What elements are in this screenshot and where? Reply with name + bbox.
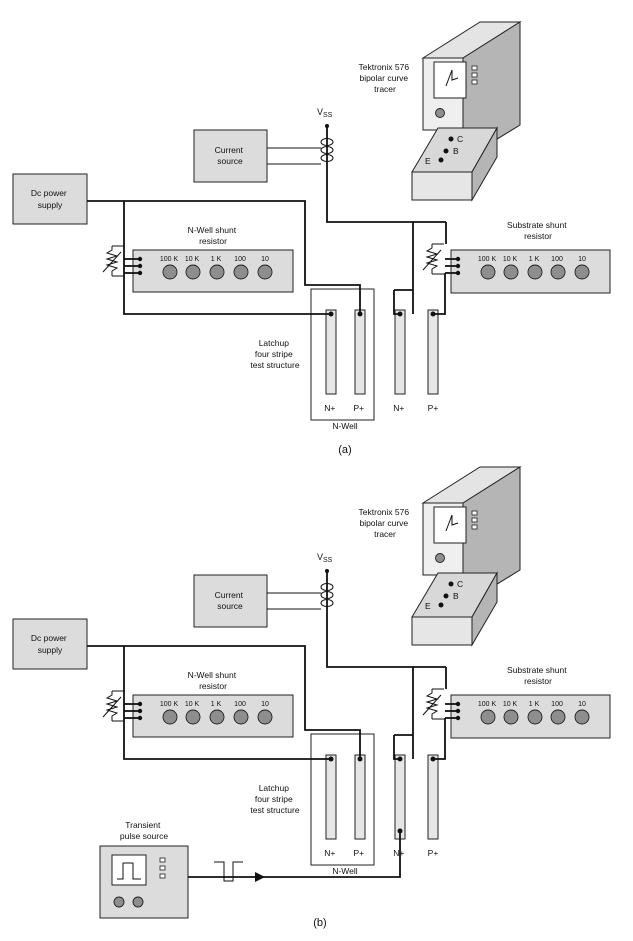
tracer-knob bbox=[435, 553, 445, 563]
terminal-e bbox=[438, 602, 444, 608]
curve-tracer: C B E Tektronix 576 bipolar curve tracer bbox=[359, 466, 522, 647]
current-source: Current source bbox=[193, 129, 268, 183]
terminal-c-label: C bbox=[457, 134, 463, 144]
panel-b: C B E Tektronix 576 bipolar curve tracer… bbox=[12, 466, 611, 929]
svg-text:Dc power supply: Dc power supply bbox=[31, 188, 69, 210]
nwell-label: N-Well bbox=[332, 421, 357, 431]
tracer-screen bbox=[433, 506, 467, 544]
test-structure: N+ P+ N+ P+ N-Well Latchup four stripe t… bbox=[250, 733, 439, 876]
svg-text:Current source: Current source bbox=[215, 145, 246, 166]
tracer-knob bbox=[435, 108, 445, 118]
svg-text:N+ P+ N+: N+ P+ N+ P+ bbox=[324, 403, 438, 413]
tracer-screen-glyph bbox=[445, 514, 459, 532]
svg-text:100 K 10 K 1 K: 100 K 10 K 1 K 100 10 bbox=[160, 256, 269, 263]
terminal-c bbox=[448, 581, 454, 587]
variable-resistor-right bbox=[422, 243, 444, 275]
panel-b-caption: (b) bbox=[313, 917, 326, 929]
svg-text:100 K 10 K 1 K: 100 K 10 K 1 K 100 10 bbox=[160, 701, 269, 708]
nwell-shunt-label: N-Well shunt resistor bbox=[188, 225, 239, 246]
svg-text:Dc power supply: Dc power supply bbox=[31, 633, 69, 655]
pulse-screen bbox=[111, 854, 147, 886]
panel-a: C B E Tektronix 576 bipolar curve tracer… bbox=[12, 21, 611, 456]
vss-label: VSS bbox=[317, 552, 333, 564]
structure-label: Latchup four stripe test structure bbox=[250, 783, 299, 815]
panel-a-caption: (a) bbox=[338, 444, 351, 456]
test-structure: N+ P+ N+ P+ N-Well Latchup four stripe t… bbox=[250, 288, 439, 431]
dc-power-supply: Dc power supply bbox=[12, 173, 88, 225]
nwell-shunt-resistor: N-Well shunt resistor 100 K 10 K 1 K 100… bbox=[132, 225, 294, 293]
terminal-b-label: B bbox=[453, 146, 459, 156]
pulse-symbol bbox=[214, 861, 243, 882]
variable-resistor-right bbox=[422, 688, 444, 720]
structure-label: Latchup four stripe test structure bbox=[250, 338, 299, 370]
terminal-c bbox=[448, 136, 454, 142]
current-source: Current source bbox=[193, 574, 268, 628]
terminal-b-label: B bbox=[453, 591, 459, 601]
svg-text:Current source: Current source bbox=[215, 590, 246, 611]
tracer-screen bbox=[433, 61, 467, 99]
substrate-shunt-resistor: Substrate shunt resistor 100 K 10 K 1 K … bbox=[450, 665, 611, 739]
transient-pulse-source: Transient pulse source bbox=[99, 820, 189, 919]
curve-tracer: C B E Tektronix 576 bipolar curve tracer bbox=[359, 21, 522, 202]
tracer-label: Tektronix 576 bipolar curve tracer bbox=[359, 62, 412, 94]
nwell-label: N-Well bbox=[332, 866, 357, 876]
tracer-screen-glyph bbox=[445, 69, 459, 87]
terminal-b bbox=[443, 148, 449, 154]
terminal-e bbox=[438, 157, 444, 163]
terminal-b bbox=[443, 593, 449, 599]
substrate-shunt-resistor: Substrate shunt resistor 100 K 10 K 1 K … bbox=[450, 220, 611, 294]
dc-power-supply: Dc power supply bbox=[12, 618, 88, 670]
terminal-e-label: E bbox=[425, 601, 431, 611]
tracer-label: Tektronix 576 bipolar curve tracer bbox=[359, 507, 412, 539]
vss-label: VSS bbox=[317, 107, 333, 119]
substrate-shunt-label: Substrate shunt resistor bbox=[507, 665, 569, 686]
nwell-shunt-label: N-Well shunt resistor bbox=[188, 670, 239, 691]
svg-text:N+ P+ N+: N+ P+ N+ P+ bbox=[324, 848, 438, 858]
terminal-c-label: C bbox=[457, 579, 463, 589]
nwell-shunt-resistor: N-Well shunt resistor 100 K 10 K 1 K 100… bbox=[132, 670, 294, 738]
transient-source-label: Transient pulse source bbox=[120, 820, 168, 841]
arrow-icon bbox=[255, 872, 265, 882]
variable-resistor-left bbox=[102, 245, 124, 277]
variable-resistor-left bbox=[102, 690, 124, 722]
svg-text:100 K 10 K 1 K: 100 K 10 K 1 K 100 10 bbox=[478, 256, 586, 263]
svg-text:100 K 10 K 1 K: 100 K 10 K 1 K 100 10 bbox=[478, 701, 586, 708]
wires bbox=[87, 126, 458, 315]
terminal-e-label: E bbox=[425, 156, 431, 166]
substrate-shunt-label: Substrate shunt resistor bbox=[507, 220, 569, 241]
